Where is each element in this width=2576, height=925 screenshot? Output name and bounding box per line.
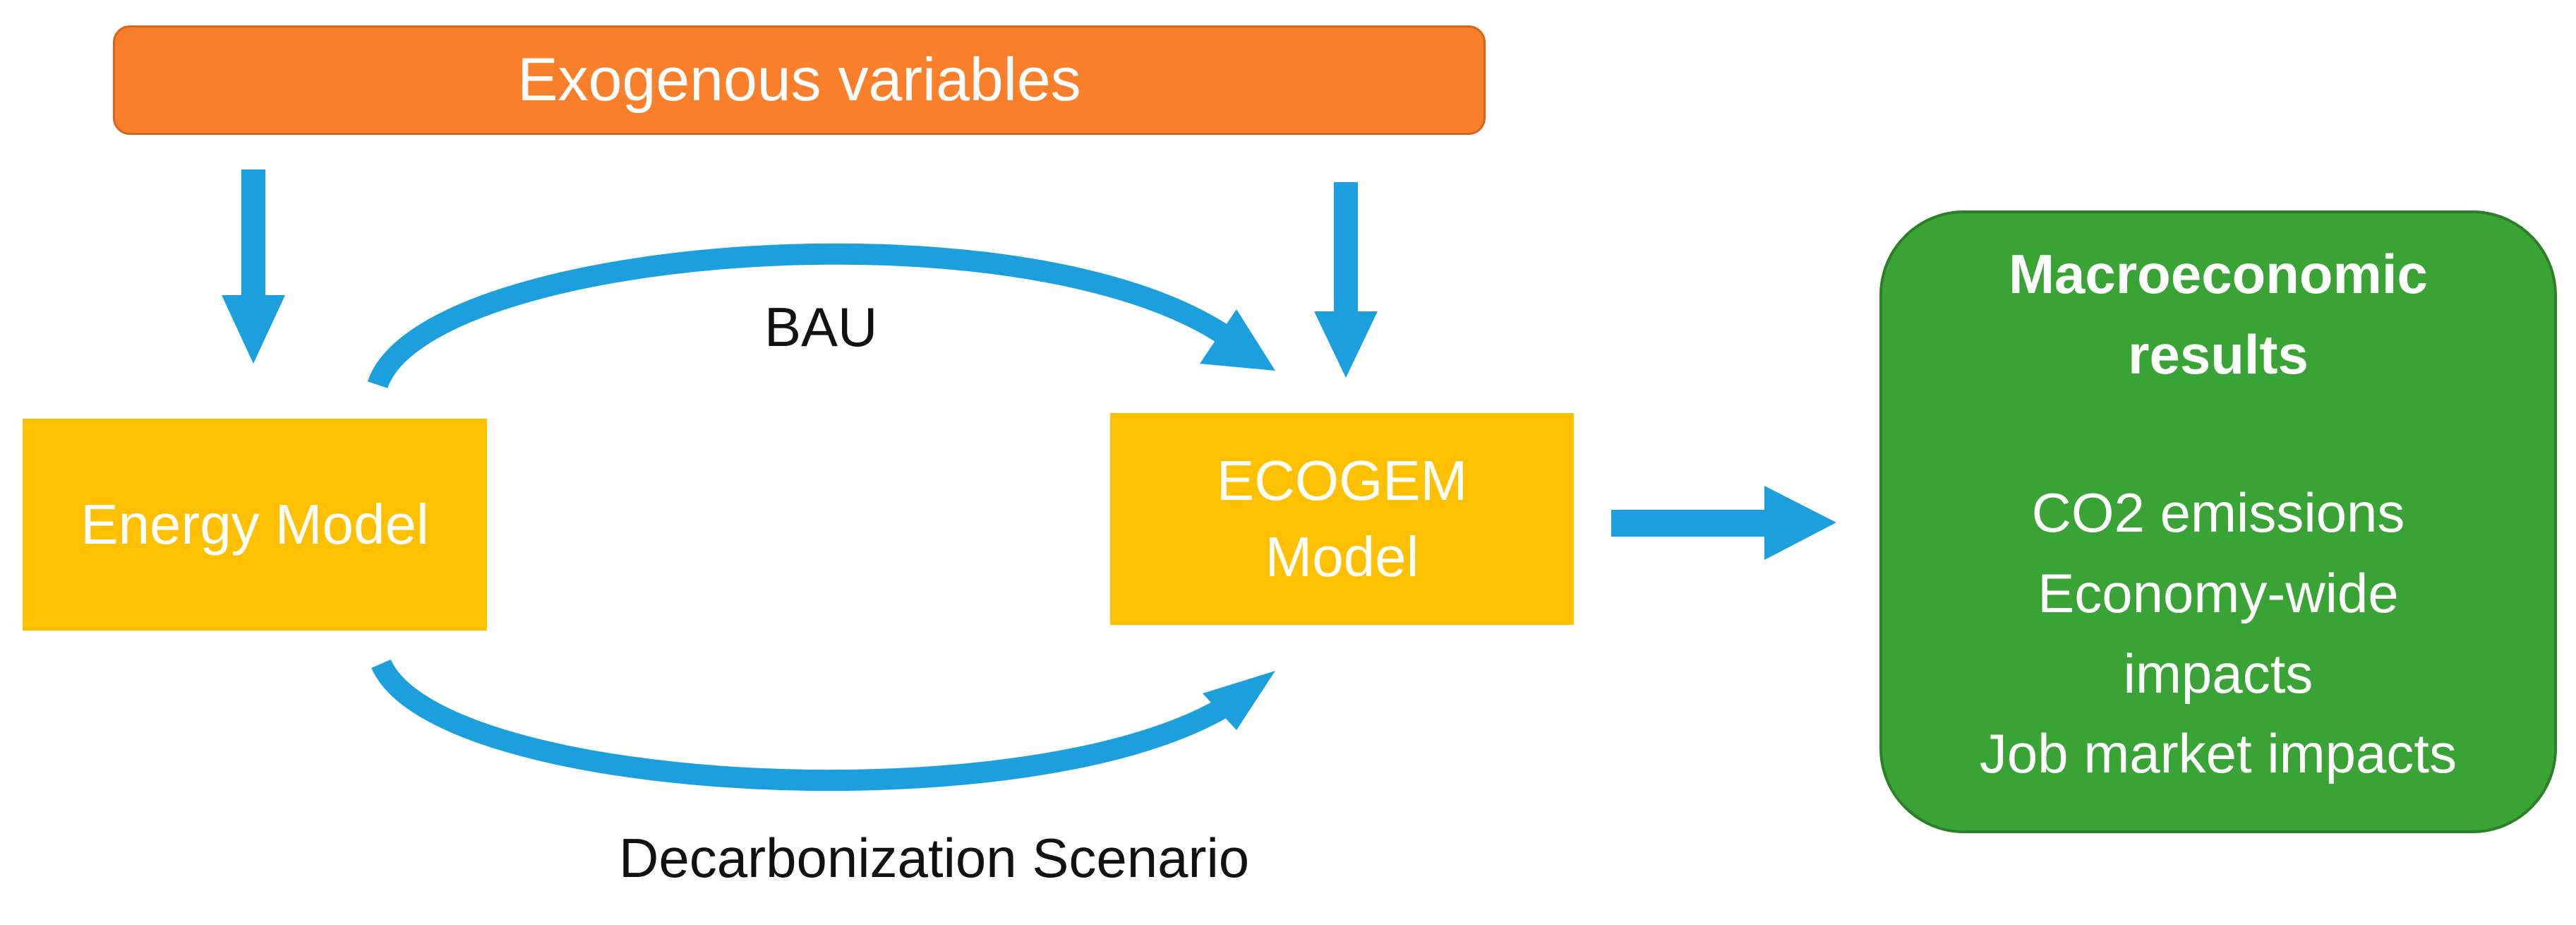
arrow-ecogem-to-results <box>1611 486 1836 560</box>
exogenous-variables-box: Exogenous variables <box>113 25 1486 135</box>
decarbonization-edge-label: Decarbonization Scenario <box>619 827 1250 889</box>
ecogem-model-label-line2: Model <box>1265 525 1419 588</box>
results-item-economy-wide: Economy-wide <box>2038 561 2399 624</box>
arrow-exogenous-to-ecogem <box>1314 182 1378 378</box>
arrow-bau <box>367 243 1275 389</box>
ecogem-model-box: ECOGEM Model <box>1110 413 1574 625</box>
ecogem-model-label-line1: ECOGEM <box>1216 449 1468 512</box>
results-title-line2: results <box>2128 323 2309 386</box>
energy-model-label: Energy Model <box>80 493 429 556</box>
results-title-line1: Macroeconomic <box>2009 243 2428 305</box>
results-item-co2-emissions: CO2 emissions <box>2031 481 2405 544</box>
results-item-job-market-impacts: Job market impacts <box>1979 722 2457 785</box>
results-item-impacts: impacts <box>2123 642 2313 705</box>
exogenous-variables-label: Exogenous variables <box>517 46 1081 114</box>
arrow-exogenous-to-energy <box>222 169 285 364</box>
bau-edge-label: BAU <box>764 296 878 358</box>
energy-model-box: Energy Model <box>23 419 487 631</box>
macroeconomic-results-box: Macroeconomic results CO2 emissions Econ… <box>1879 210 2557 833</box>
arrow-decarbonization <box>371 659 1275 792</box>
